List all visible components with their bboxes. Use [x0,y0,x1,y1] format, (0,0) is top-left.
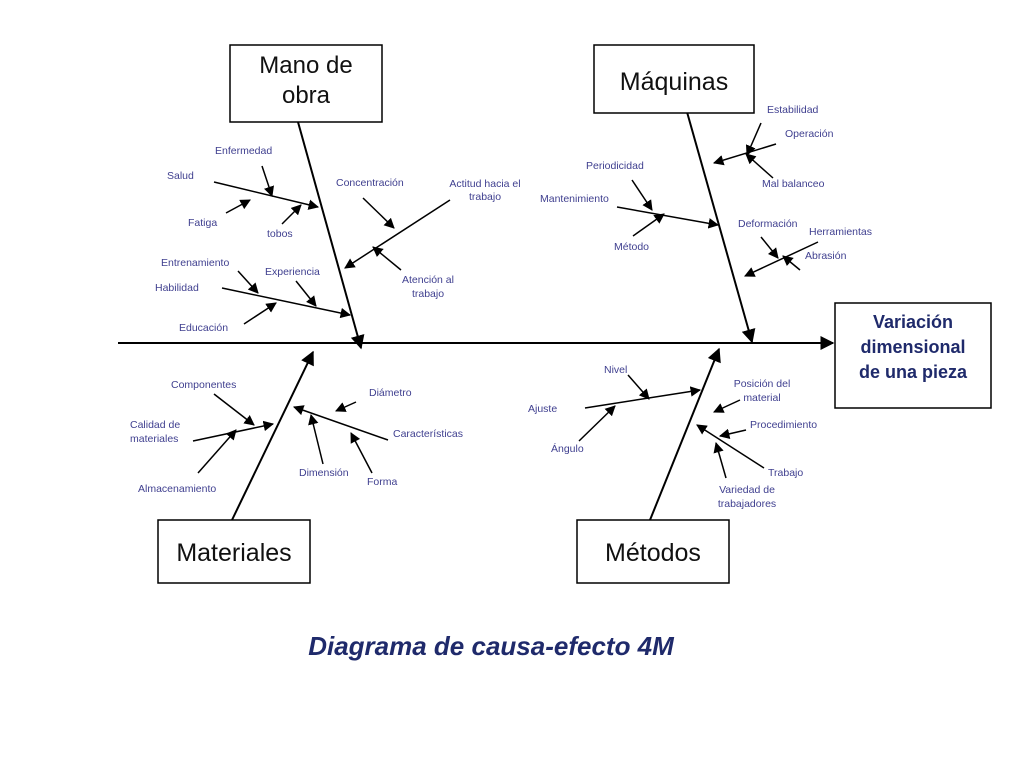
cause-diametro: Diámetro [369,387,412,399]
label-metodos: Métodos [605,539,701,567]
effect-line-2: dimensional [860,337,965,357]
effect-line-1: Variación [873,312,953,332]
cause-trabajo: Trabajo [768,467,803,479]
cause-calidad-2: materiales [130,433,178,445]
cause-deformacion: Deformación [738,218,798,230]
cause-concentracion: Concentración [336,177,404,189]
sub-causes-maquinas [616,122,819,277]
box-effect: Variación dimensional de una pieza [834,302,992,409]
cause-angulo: Ángulo [551,442,584,455]
cause-procedimiento: Procedimiento [750,419,817,431]
box-materiales: Materiales [157,519,311,584]
cause-estabilidad: Estabilidad [767,104,819,116]
cause-posicion-1: Posición del [734,378,791,390]
bone-metodos [649,347,721,521]
cause-variedad-1: Variedad de [719,484,775,496]
cause-forma: Forma [367,476,397,488]
cause-metodo: Método [614,241,649,253]
label-maquinas: Máquinas [620,68,728,96]
box-maquinas: Máquinas [593,44,755,114]
label-mano-de-obra-2: obra [282,82,331,109]
label-mano-de-obra-1: Mano de [259,52,352,79]
cause-herramientas: Herramientas [809,226,872,238]
cause-variedad-2: trabajadores [718,498,776,510]
cause-salud: Salud [167,170,194,182]
label-materiales: Materiales [176,539,291,567]
sub-causes-metodos [578,374,765,479]
cause-educacion: Educación [179,322,228,334]
cause-tobos: tobos [267,228,293,240]
diagram-title: Diagrama de causa-efecto 4M [308,631,675,661]
cause-operacion: Operación [785,128,834,140]
cause-posicion-2: material [743,392,780,404]
bone-mano-de-obra [297,121,365,350]
cause-calidad-1: Calidad de [130,419,180,431]
cause-atencion-2: trabajo [412,288,444,300]
sub-causes-mano-de-obra [213,165,451,325]
cause-componentes: Componentes [171,379,236,391]
effect-line-3: de una pieza [859,362,968,382]
cause-entrenamiento: Entrenamiento [161,257,229,269]
sub-causes-materiales [192,393,389,474]
cause-actitud-1: Actitud hacia el [449,178,520,190]
cause-caracteristicas: Características [393,428,463,440]
box-metodos: Métodos [576,519,730,584]
box-mano-de-obra: Mano de obra [229,44,383,123]
cause-nivel: Nivel [604,364,627,376]
cause-actitud-2: trabajo [469,191,501,203]
cause-atencion-1: Atención al [402,274,454,286]
cause-almacenamiento: Almacenamiento [138,483,216,495]
cause-enfermedad: Enfermedad [215,145,272,157]
cause-fatiga: Fatiga [188,217,217,229]
cause-experiencia: Experiencia [265,266,320,278]
cause-ajuste: Ajuste [528,403,557,415]
bone-maquinas [686,111,756,344]
bone-materiales [231,350,314,521]
cause-abrasion: Abrasión [805,250,847,262]
cause-dimension: Dimensión [299,467,349,479]
cause-habilidad: Habilidad [155,282,199,294]
cause-mal-balanceo: Mal balanceo [762,178,825,190]
cause-mantenimiento: Mantenimiento [540,193,609,205]
cause-periodicidad: Periodicidad [586,160,644,172]
